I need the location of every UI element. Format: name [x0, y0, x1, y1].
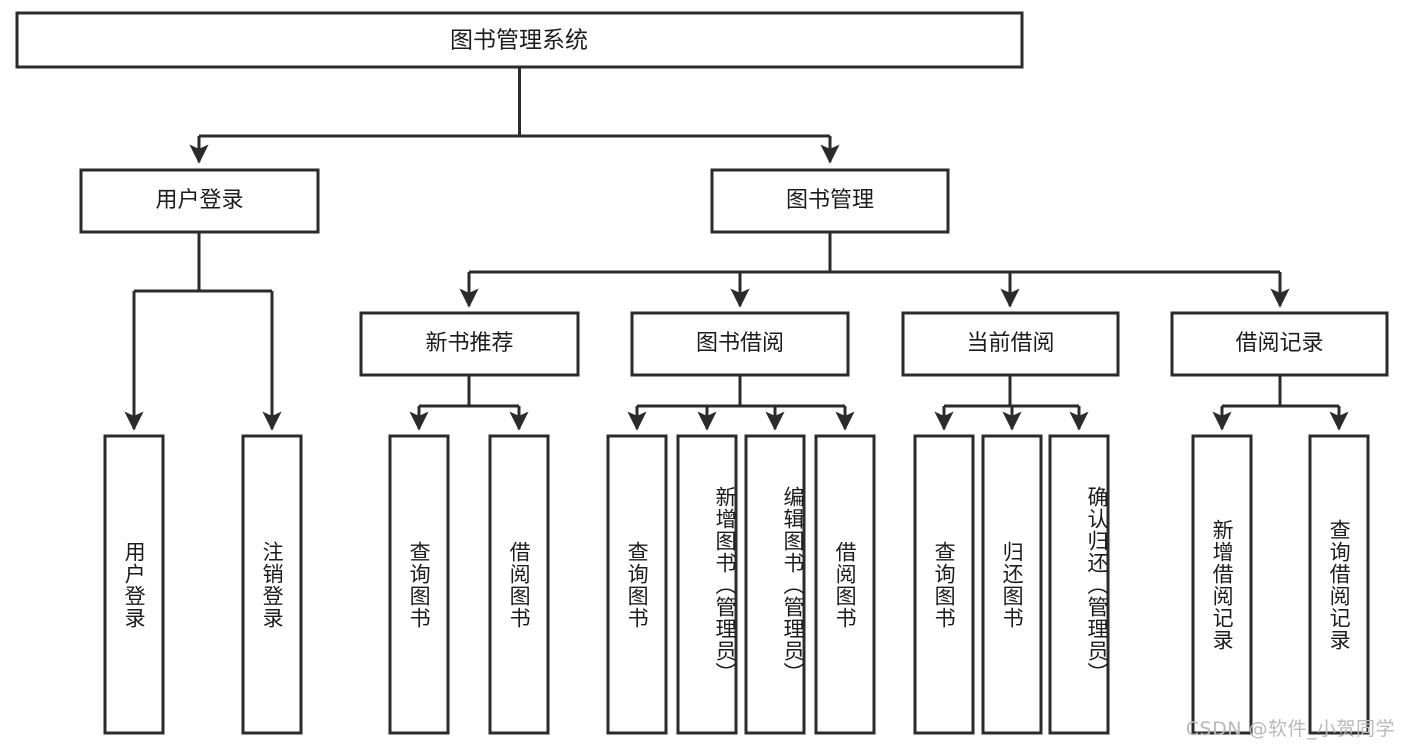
node-user-login-label: 用户登录 [155, 188, 243, 213]
node-book-borrow-label: 图书借阅 [696, 331, 784, 356]
node-current-borrow-box [901, 311, 1120, 377]
leaf-box-current-borrow-2[interactable] [981, 434, 1043, 735]
node-borrow-record-label: 借阅记录 [1235, 331, 1323, 356]
node-new-book-recommend[interactable]: 新书推荐 [359, 311, 580, 377]
leaf-box-new-book-1[interactable] [388, 434, 450, 735]
connector-edges [124, 67, 1349, 431]
node-current-borrow[interactable]: 当前借阅 [901, 311, 1120, 377]
leaf-box-new-book-2[interactable] [488, 434, 550, 735]
node-root-label: 图书管理系统 [450, 28, 588, 54]
leaf-box-user-login-2[interactable] [241, 434, 303, 735]
leaf-boxes [103, 434, 1370, 735]
leaf-box-book-borrow-1[interactable] [606, 434, 668, 735]
node-borrow-record[interactable]: 借阅记录 [1170, 311, 1389, 377]
leaf-box-book-borrow-3[interactable] [744, 434, 806, 735]
leaf-box-user-login-1[interactable] [103, 434, 165, 735]
leaf-box-borrow-record-2[interactable] [1308, 434, 1370, 735]
node-book-borrow-box [630, 311, 850, 377]
leaf-box-borrow-record-1[interactable] [1191, 434, 1253, 735]
node-current-borrow-label: 当前借阅 [966, 331, 1054, 356]
node-new-book-recommend-label: 新书推荐 [425, 331, 513, 356]
node-user-login-box [79, 168, 320, 234]
node-book-manage-label: 图书管理 [786, 188, 874, 213]
node-borrow-record-box [1170, 311, 1389, 377]
leaf-box-current-borrow-1[interactable] [913, 434, 975, 735]
leaf-box-current-borrow-3[interactable] [1048, 434, 1110, 735]
leaf-box-book-borrow-4[interactable] [814, 434, 876, 735]
node-new-book-recommend-box [359, 311, 580, 377]
node-book-borrow[interactable]: 图书借阅 [630, 311, 850, 377]
leaf-box-book-borrow-2[interactable] [676, 434, 738, 735]
node-root-library-system[interactable]: 图书管理系统 [15, 11, 1024, 69]
node-book-manage[interactable]: 图书管理 [710, 168, 950, 234]
node-root-box [15, 11, 1024, 69]
csdn-watermark: CSDN @软件_小贺同学 [1185, 718, 1395, 740]
node-book-manage-box [710, 168, 950, 234]
node-user-login[interactable]: 用户登录 [79, 168, 320, 234]
